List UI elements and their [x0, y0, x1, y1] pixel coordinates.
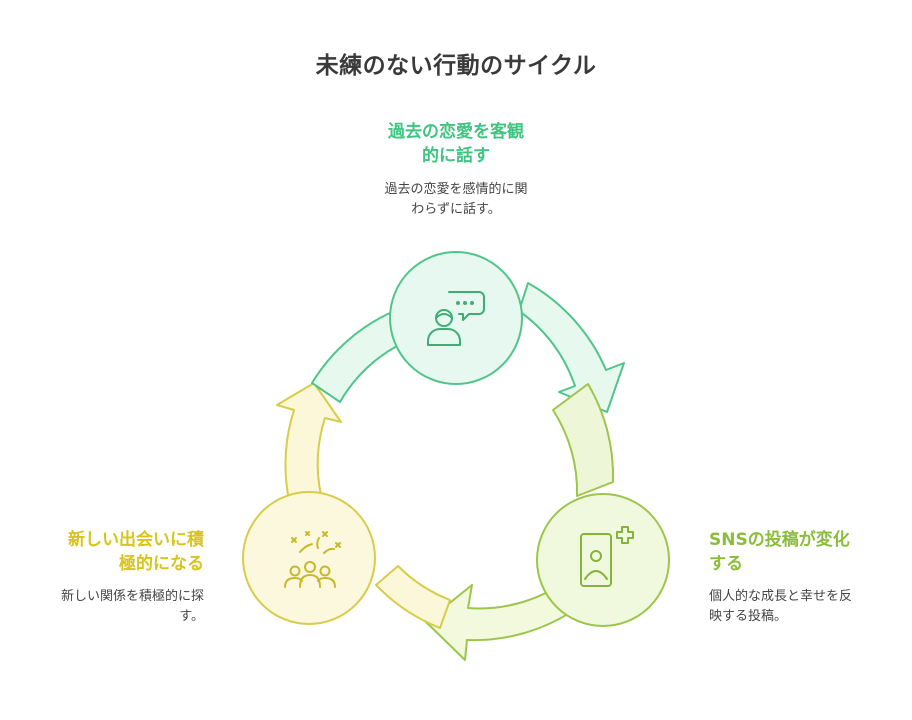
step-3-description: 新しい関係を積極的に探 す。 — [14, 587, 204, 627]
node-right-circle — [536, 493, 670, 627]
step-1-title-line1: 過去の恋愛を客観 — [388, 122, 524, 142]
step-3-desc-line1: 新しい関係を積極的に探 — [60, 589, 204, 604]
step-1-desc-line2: わらずに話す。 — [411, 202, 501, 217]
step-3-title-line1: 新しい出会いに積 — [68, 530, 204, 550]
step-2-desc-line2: 映する投稿。 — [709, 609, 788, 624]
step-2-title: SNSの投稿が変化 する — [709, 528, 889, 576]
step-1-description: 過去の恋愛を感情的に関 わらずに話す。 — [356, 180, 556, 220]
group-celebration-icon — [284, 531, 341, 588]
arrow-right-to-left — [552, 383, 615, 497]
node-left-circle — [242, 491, 376, 625]
arrow-left-up — [276, 382, 342, 496]
step-1-title: 過去の恋愛を客観 的に話す — [356, 120, 556, 168]
page-title: 未練のない行動のサイクル — [315, 53, 597, 79]
step-3-title: 新しい出会いに積 極的になる — [22, 528, 204, 576]
step-2-title-line2: する — [709, 554, 743, 574]
person-speech-icon — [427, 291, 485, 346]
arrow-top-to-right — [518, 282, 625, 413]
step-2-description: 個人的な成長と幸せを反 映する投稿。 — [709, 587, 899, 627]
arrow-top-left — [311, 311, 398, 403]
step-2-desc-line1: 個人的な成長と幸せを反 — [709, 589, 853, 604]
step-2-title-line1: SNSの投稿が変化 — [709, 530, 850, 550]
node-top-circle — [389, 251, 523, 385]
step-1-title-line2: 的に話す — [422, 146, 490, 166]
step-3-desc-line2: す。 — [179, 609, 204, 624]
arrow-left-to-top — [375, 565, 451, 629]
step-3-title-line2: 極的になる — [119, 554, 204, 574]
step-1-desc-line1: 過去の恋愛を感情的に関 — [384, 182, 528, 197]
profile-add-icon — [580, 526, 634, 587]
